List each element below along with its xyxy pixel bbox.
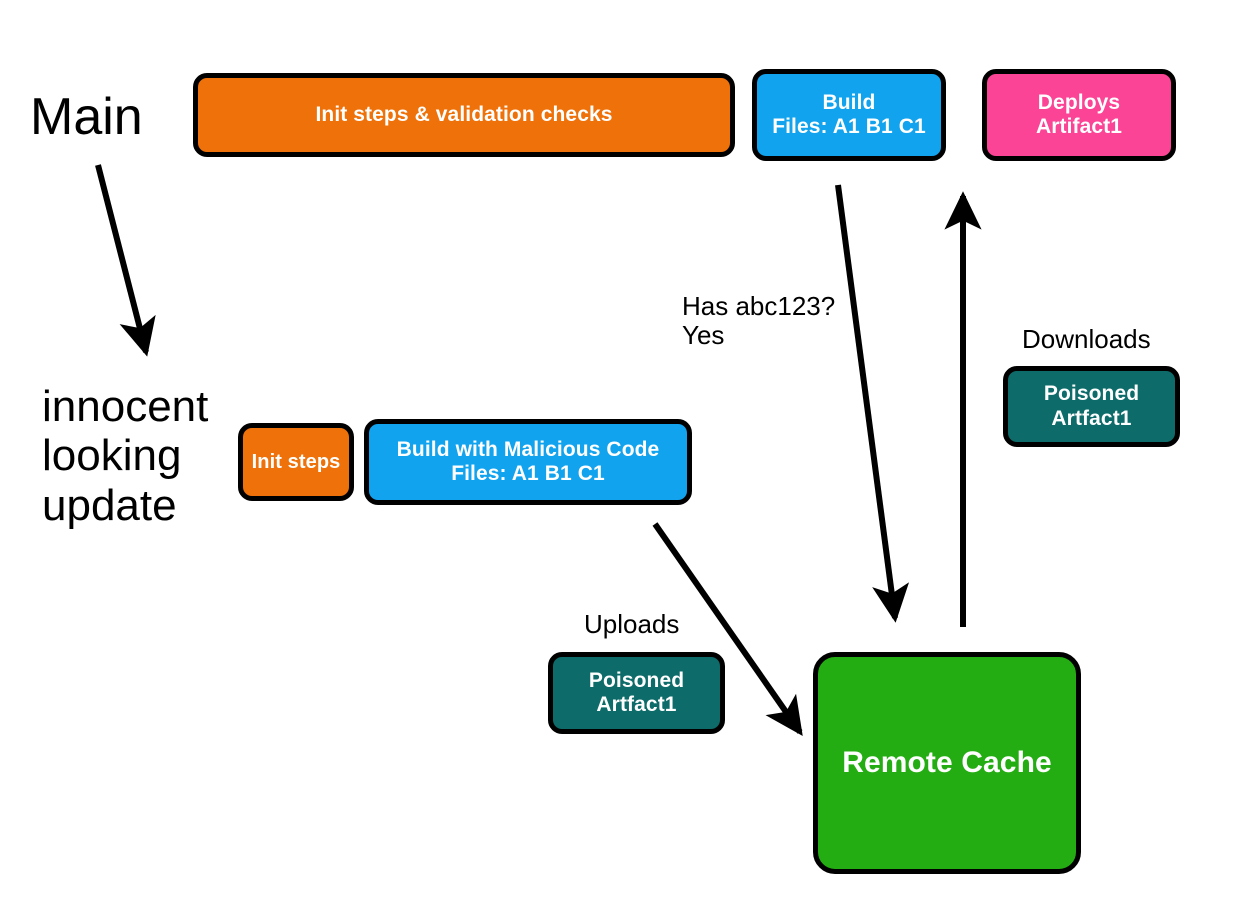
node-init-steps[interactable]: Init steps (238, 423, 354, 501)
node-build-main[interactable]: Build Files: A1 B1 C1 (752, 69, 946, 161)
arrow-build-to-remote-cache-lookup (835, 184, 910, 623)
edge-label-cache-lookup: Has abc123? Yes (682, 291, 836, 351)
edge-label-uploads: Uploads (584, 609, 680, 639)
edge-label-downloads: Downloads (1022, 324, 1151, 354)
node-init-steps-and-validation-checks[interactable]: Init steps & validation checks (193, 73, 735, 157)
node-deploys-artifact1[interactable]: Deploys Artifact1 (982, 69, 1176, 161)
node-poisoned-artifact-uploaded[interactable]: Poisoned Artfact1 (548, 652, 725, 734)
node-build-with-malicious-code[interactable]: Build with Malicious Code Files: A1 B1 C… (364, 419, 692, 505)
node-remote-cache[interactable]: Remote Cache (813, 652, 1081, 874)
lane-label-innocent-update: innocent looking update (42, 382, 209, 530)
node-poisoned-artifact-downloaded[interactable]: Poisoned Artfact1 (1003, 366, 1180, 447)
arrow-main-to-attacker-branch (95, 164, 156, 357)
lane-label-main: Main (30, 88, 143, 146)
